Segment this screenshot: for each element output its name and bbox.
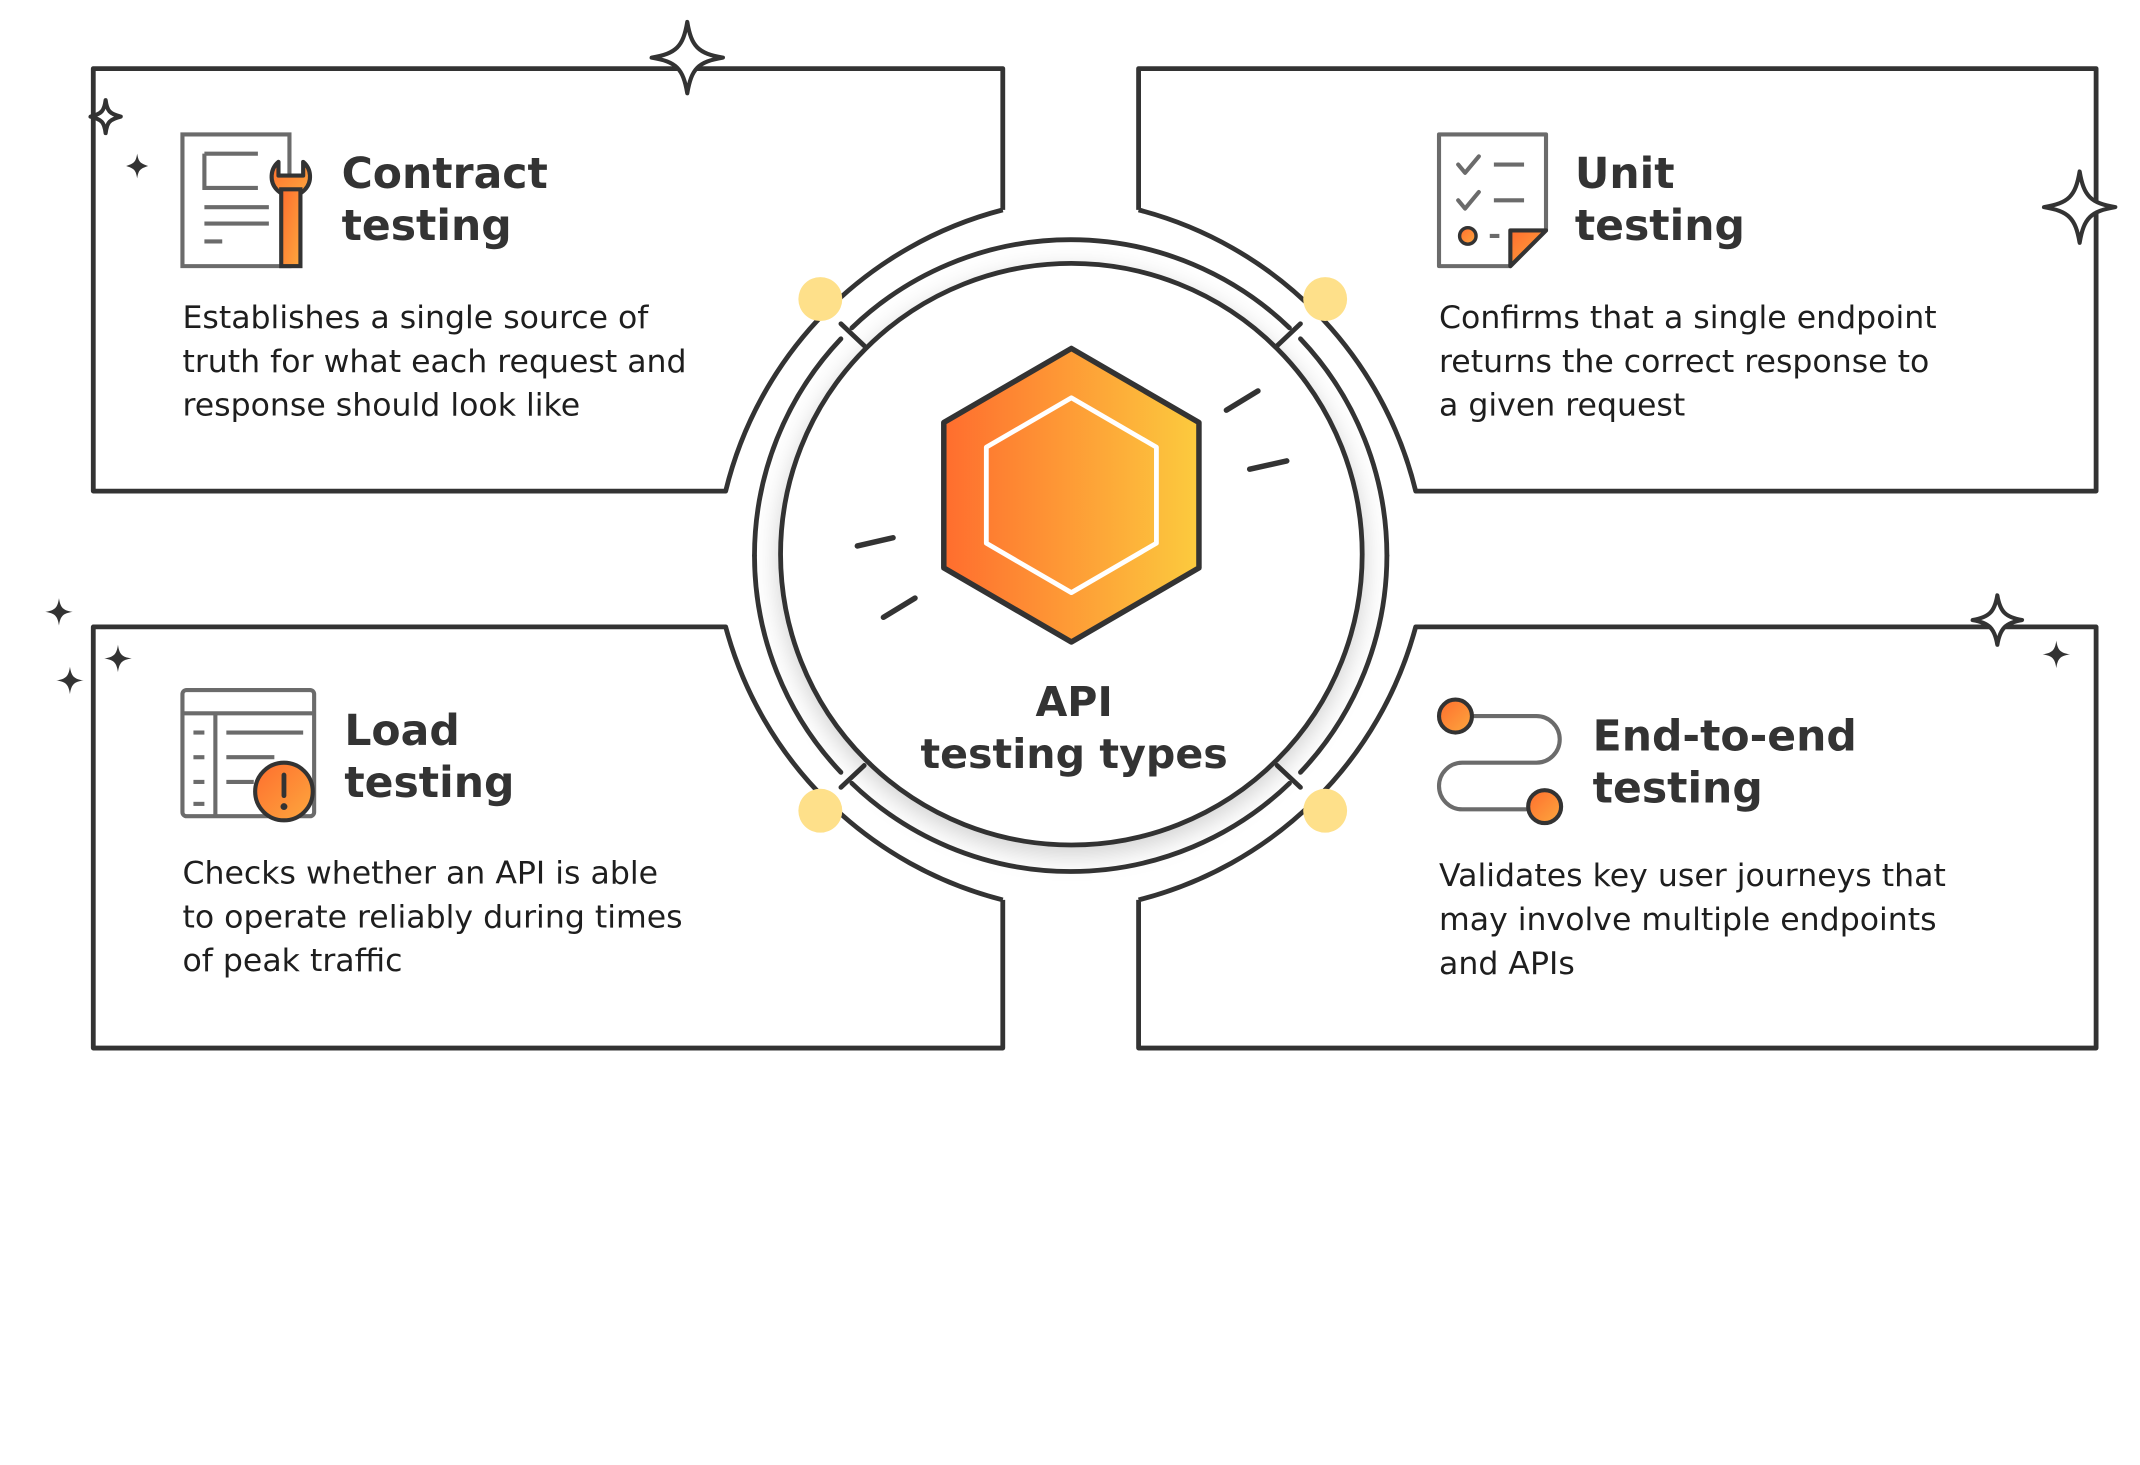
center-title: API testing types: [920, 679, 1228, 780]
card-description-unit: Confirms that a single endpoint returns …: [1439, 300, 1937, 424]
document-wrench-icon: [180, 132, 313, 269]
connector-ticks: [838, 321, 1303, 790]
card-title-unit: Unit testing: [1574, 149, 1745, 252]
checklist-icon: [1436, 132, 1549, 269]
table-alert-icon: [180, 687, 317, 823]
card-description-end-to-end: Validates key user journeys that may inv…: [1439, 858, 1946, 983]
diagram-artwork: [45, 19, 2118, 1051]
node-dot: [1303, 277, 1348, 322]
card-description-load: Checks whether an API is able to operate…: [182, 856, 683, 980]
sparkle-icon: [88, 19, 2118, 647]
card-frame-contract: [90, 66, 1006, 494]
motion-dashes: [854, 388, 1290, 621]
card-title-load: Load testing: [344, 706, 515, 808]
node-dot: [1303, 788, 1348, 833]
card-description-contract: Establishes a single source of truth for…: [182, 300, 687, 424]
journey-path-icon: [1436, 697, 1564, 826]
hexagon-inner-outline: [983, 395, 1159, 596]
hexagon-icon: [941, 345, 1202, 645]
sparkle-icon: [45, 153, 2071, 695]
card-title-end-to-end: End-to-end testing: [1592, 711, 1857, 814]
card-frame-end-to-end: [1136, 624, 2099, 1051]
outer-ring: [752, 237, 1390, 874]
node-dot: [798, 788, 843, 833]
card-frame-load: [90, 624, 1006, 1051]
card-frame-unit: [1136, 66, 2099, 494]
card-title-contract: Contract testing: [341, 149, 548, 252]
node-dot: [798, 277, 843, 322]
